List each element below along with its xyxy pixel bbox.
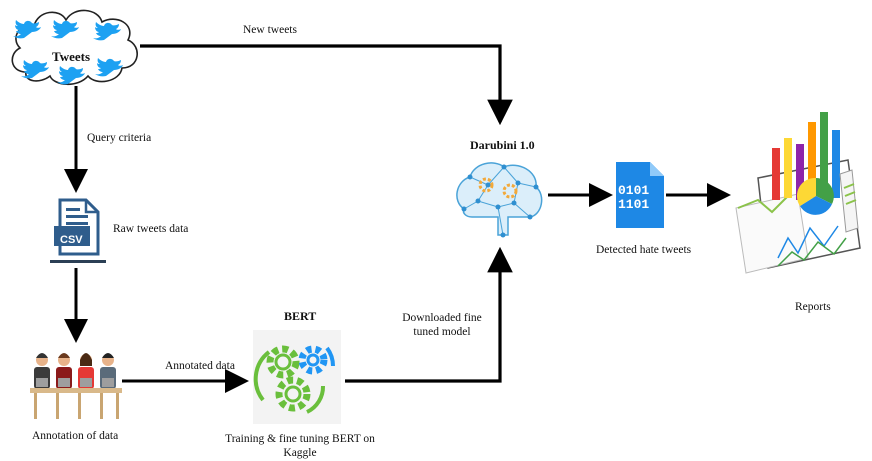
twitter-bird-icon [13,20,41,39]
tweets-title: Tweets [52,49,91,64]
edge-label-query-criteria: Query criteria [87,132,152,144]
raw-tweets-label: Raw tweets data [113,223,189,235]
csv-file-icon [50,198,106,264]
darubini-title: Darubini 1.0 [470,138,535,152]
csv-icon-text: CSV [60,234,83,246]
edge-label-line-1: Downloaded fine [402,312,482,324]
bert-label-line-2: Kaggle [283,447,317,459]
binary-file-icon [612,160,666,230]
annotators-illustration [30,346,122,420]
reports-illustration [728,108,868,293]
edge-label-line-2: tuned model [413,326,471,338]
arrow-new-tweets [140,44,513,126]
bert-label: Training & fine tuning BERT on Kaggle [210,432,390,460]
edge-label-annotated-data: Annotated data [165,360,235,372]
detected-label: Detected hate tweets [596,244,692,256]
gears-icon [253,330,341,424]
tweets-cloud [4,2,144,88]
edge-label-new-tweets: New tweets [243,24,297,36]
bert-label-line-1: Training & fine tuning BERT on [225,433,375,445]
edge-label-downloaded-model: Downloaded fine tuned model [400,311,484,339]
annotation-label: Annotation of data [32,430,119,442]
binary-icon-text: 0101 1101 [618,183,650,212]
reports-label: Reports [795,301,831,313]
arrow-downloaded-model [345,246,513,383]
brain-network-icon [448,155,548,253]
bert-title: BERT [284,309,317,323]
